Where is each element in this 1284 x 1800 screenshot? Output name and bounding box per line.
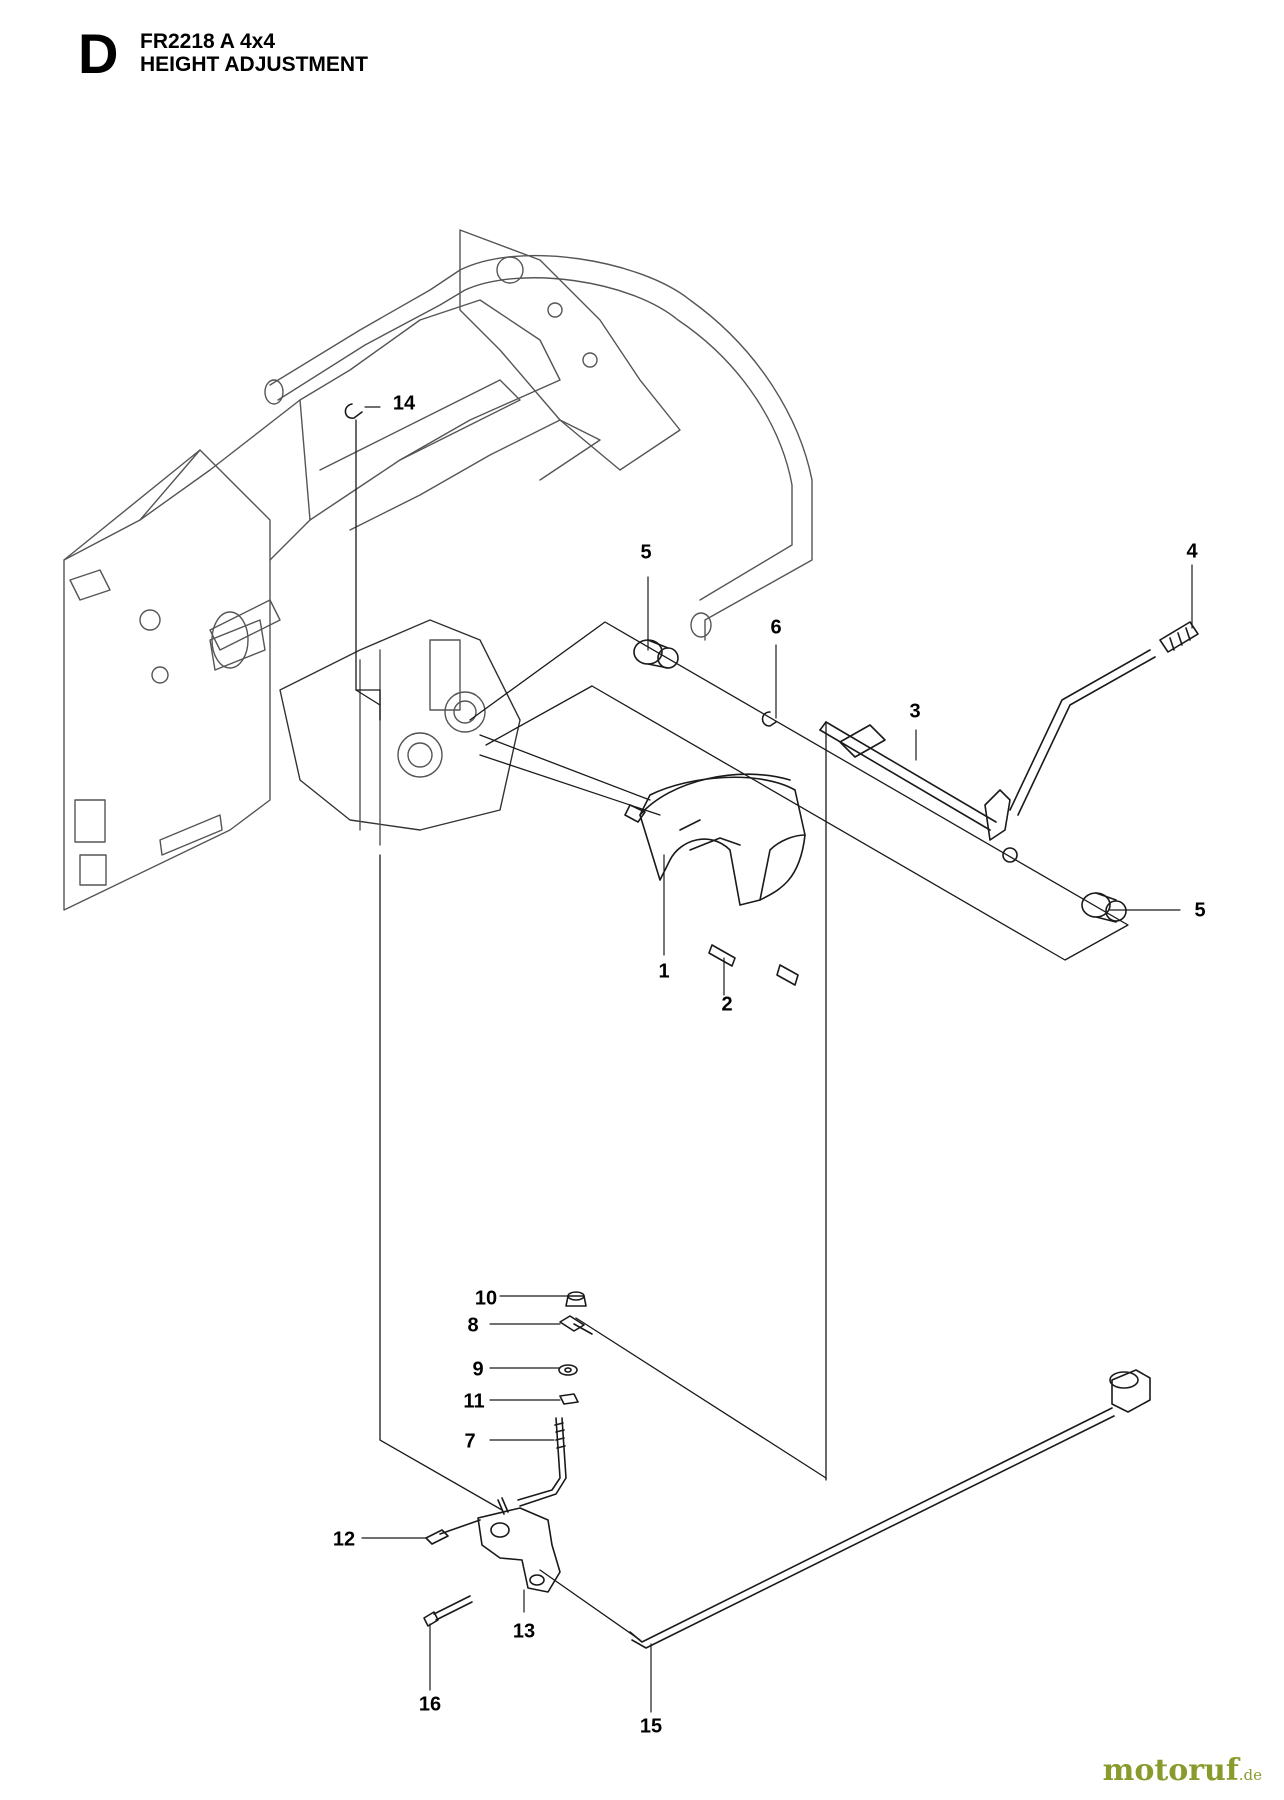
part-12-pin [425,1519,481,1545]
part-9-washer [558,1364,578,1376]
part-1-guide-plate [624,773,806,906]
part-5-bushing-top [633,639,679,669]
callout-6: 6 [770,616,782,639]
leader-lines [361,406,1193,1713]
title-block: FR2218 A 4x4 HEIGHT ADJUSTMENT [140,30,368,76]
assembly-guide-lines [355,419,1129,1641]
part-13-lift-bracket [477,1497,561,1593]
part-7-threaded-rod [517,1417,567,1507]
callout-8: 8 [467,1314,479,1337]
part-16-screw [423,1595,473,1627]
watermark-suffix: .de [1238,1766,1262,1784]
callout-5-bottom: 5 [1194,899,1206,922]
callout-16: 16 [418,1693,442,1716]
part-10-nut [565,1291,587,1307]
callout-1: 1 [658,960,670,983]
callout-14: 14 [392,392,416,415]
part-6-clip [761,711,777,727]
watermark-name: motoruf [1102,1753,1239,1788]
part-4-lever-rod [1009,621,1199,816]
callout-10: 10 [474,1287,498,1310]
callout-3: 3 [909,700,921,723]
callout-13: 13 [512,1620,536,1643]
diagram-title: HEIGHT ADJUSTMENT [140,53,368,76]
callout-4: 4 [1186,540,1198,563]
watermark-logo: motoruf.de [1103,1753,1262,1788]
callout-5-top: 5 [640,541,652,564]
part-8-bolt [559,1315,593,1335]
part-11-nut [559,1393,579,1405]
callout-9: 9 [472,1358,484,1381]
callout-2: 2 [721,993,733,1016]
callout-12: 12 [332,1528,356,1551]
part-3-lift-shaft [819,721,1018,863]
section-letter: D [78,22,119,85]
part-2-bolts [708,944,799,986]
part-15-link-rod [629,1369,1151,1649]
model-label: FR2218 A 4x4 [140,30,276,53]
part-5-bushing-bottom [1081,892,1127,923]
chassis-frame [63,229,813,911]
callout-15: 15 [639,1715,663,1738]
part-14-circlip [344,403,363,419]
callout-11: 11 [463,1390,485,1413]
callout-7: 7 [464,1430,476,1453]
